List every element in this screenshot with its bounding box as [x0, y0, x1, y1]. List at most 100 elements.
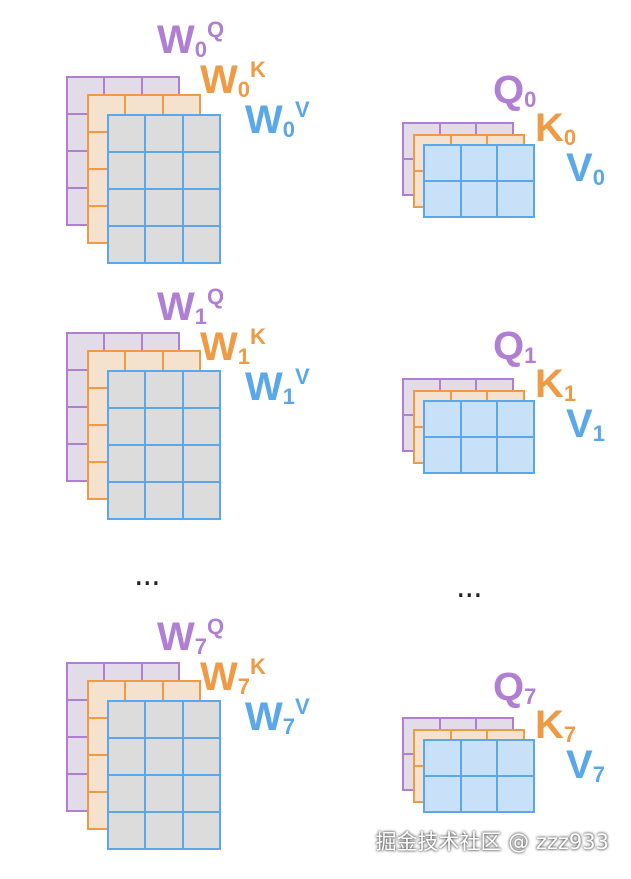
matrix-cell — [146, 190, 182, 225]
matrix-cell — [146, 153, 182, 188]
weight-label-query-base: W — [157, 18, 195, 62]
output-label-key: K7 — [535, 703, 577, 747]
output-label-value-index: 7 — [592, 762, 605, 787]
matrix-cell — [146, 813, 182, 848]
output-label-query: Q0 — [493, 68, 536, 112]
weight-label-query: W7Q — [157, 614, 225, 659]
matrix-cell — [109, 153, 145, 188]
weight-label-value-base: W — [245, 695, 283, 739]
output-label-key-base: K — [535, 362, 564, 406]
matrix-cell — [183, 153, 219, 188]
matrix-cell — [183, 776, 219, 811]
matrix-cell — [146, 116, 182, 151]
output-label-value-base: V — [566, 402, 593, 446]
output-label-query-base: Q — [493, 324, 525, 368]
weight-label-query-index: 1 — [194, 304, 208, 329]
matrix-cell — [146, 483, 182, 518]
matrix-cell — [183, 813, 219, 848]
weight-label-value-superscript: V — [295, 97, 310, 122]
matrix-cell — [425, 438, 460, 472]
matrix-cell — [183, 702, 219, 737]
weights-ellipsis: ... — [134, 558, 161, 593]
weight-label-key: W7K — [200, 654, 266, 699]
matrix-cell — [498, 777, 533, 811]
weight-label-value-index: 7 — [282, 714, 296, 739]
outputs-ellipsis: ... — [456, 570, 483, 605]
output-label-key-base: K — [535, 703, 564, 747]
weight-label-value-index: 0 — [282, 117, 296, 142]
weight-label-value-base: W — [245, 98, 283, 142]
matrix-cell — [183, 739, 219, 774]
matrix-cell — [461, 741, 497, 775]
matrix-cell — [109, 409, 145, 444]
matrix-cell — [109, 446, 145, 481]
output-label-key: K0 — [535, 106, 577, 150]
output-label-value-base: V — [566, 743, 593, 787]
matrix-cell — [498, 182, 533, 216]
weight-label-query-base: W — [157, 615, 195, 659]
output-label-value-index: 0 — [592, 165, 605, 190]
weight-label-query-superscript: Q — [207, 284, 225, 309]
matrix-cell — [461, 402, 497, 436]
output-label-query-base: Q — [493, 665, 525, 709]
weight-label-query-superscript: Q — [207, 614, 225, 639]
output-label-query-base: Q — [493, 68, 525, 112]
output-label-query-index: 1 — [524, 343, 537, 368]
matrix-cell — [498, 402, 533, 436]
output-label-query: Q7 — [493, 665, 537, 709]
matrix-cell — [498, 438, 533, 472]
matrix-cell — [109, 776, 145, 811]
matrix-cell — [183, 446, 219, 481]
weight-label-key-index: 7 — [237, 674, 251, 699]
weight-label-query-base: W — [157, 285, 195, 329]
weight-label-key-superscript: K — [250, 324, 266, 349]
weight-label-key-superscript: K — [250, 57, 266, 82]
matrix-cell — [425, 777, 460, 811]
matrix-cell — [146, 776, 182, 811]
matrix-cell — [461, 777, 497, 811]
matrix-cell — [146, 227, 182, 262]
output-label-value: V1 — [566, 402, 605, 446]
output-label-value-base: V — [566, 146, 593, 190]
matrix-cell — [183, 483, 219, 518]
matrix-cell — [146, 446, 182, 481]
output-label-key-index: 0 — [563, 125, 577, 150]
weight-label-key: W0K — [200, 57, 266, 102]
matrix-cell — [109, 372, 145, 407]
weight-matrix-value — [107, 114, 221, 264]
weight-label-key-index: 0 — [237, 77, 251, 102]
matrix-cell — [183, 227, 219, 262]
matrix-cell — [498, 741, 533, 775]
weight-label-value-base: W — [245, 365, 283, 409]
watermark: 掘金技术社区 @ zzz933 — [375, 830, 609, 854]
output-label-query-index: 7 — [524, 684, 537, 709]
matrix-cell — [109, 483, 145, 518]
output-label-key-base: K — [535, 106, 564, 150]
weight-label-query-superscript: Q — [207, 17, 225, 42]
weight-label-query: W1Q — [157, 284, 225, 329]
output-matrix-value — [423, 739, 535, 813]
matrix-cell — [109, 813, 145, 848]
matrix-cell — [109, 739, 145, 774]
matrix-cell — [183, 372, 219, 407]
weight-label-query: W0Q — [157, 17, 225, 62]
output-label-value: V0 — [566, 146, 605, 190]
weight-label-value-superscript: V — [295, 694, 310, 719]
matrix-cell — [109, 190, 145, 225]
weight-label-value: W7V — [245, 694, 310, 739]
weight-label-key-superscript: K — [250, 654, 266, 679]
output-matrix-value — [423, 400, 535, 474]
weight-matrix-value — [107, 370, 221, 520]
matrix-cell — [183, 190, 219, 225]
matrix-cell — [146, 409, 182, 444]
matrix-cell — [146, 702, 182, 737]
output-label-value: V7 — [566, 743, 605, 787]
matrix-cell — [109, 116, 145, 151]
output-label-key-index: 7 — [563, 722, 577, 747]
weight-label-query-index: 7 — [194, 634, 208, 659]
matrix-cell — [461, 146, 497, 180]
weight-label-key-base: W — [200, 655, 238, 699]
output-label-query: Q1 — [493, 324, 537, 368]
output-label-key: K1 — [535, 362, 576, 406]
weight-label-value-index: 1 — [282, 384, 296, 409]
